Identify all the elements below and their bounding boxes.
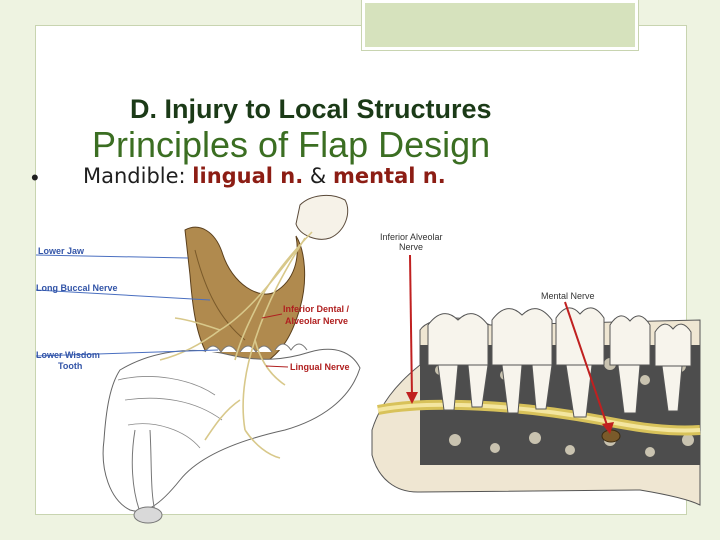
bullet-prefix: Mandible: (83, 164, 193, 188)
left-jaw-figure: Lower Jaw Long Buccal Nerve Lower Wisdom… (35, 194, 361, 524)
bullet-marker: • (31, 165, 39, 190)
label-lower-jaw: Lower Jaw (38, 246, 85, 256)
label-inferior-alveolar: Inferior Alveolar (380, 232, 443, 242)
bullet-connector: & (303, 164, 333, 188)
bullet-text: Mandible: lingual n. & mental n. (83, 164, 446, 188)
label-lingual-nerve: Lingual Nerve (290, 362, 350, 372)
right-mandible-figure: Inferior Alveolar Nerve Mental Nerve (371, 232, 701, 506)
slide-title: Principles of Flap Design (92, 124, 491, 165)
slide-subtitle: D. Injury to Local Structures (130, 94, 492, 124)
label-lower-wisdom: Lower Wisdom (36, 350, 100, 360)
lingual-nerve-term: lingual n. (192, 164, 304, 188)
label-nerve: Nerve (399, 242, 423, 252)
label-inferior-dental: Inferior Dental / (283, 304, 350, 314)
label-long-buccal-nerve: Long Buccal Nerve (36, 283, 118, 293)
decorative-tab (361, 0, 639, 51)
label-mental-nerve: Mental Nerve (541, 291, 595, 301)
label-tooth: Tooth (58, 361, 82, 371)
label-alveolar-nerve: Alveolar Nerve (285, 316, 348, 326)
mental-nerve-term: mental n. (332, 164, 446, 188)
